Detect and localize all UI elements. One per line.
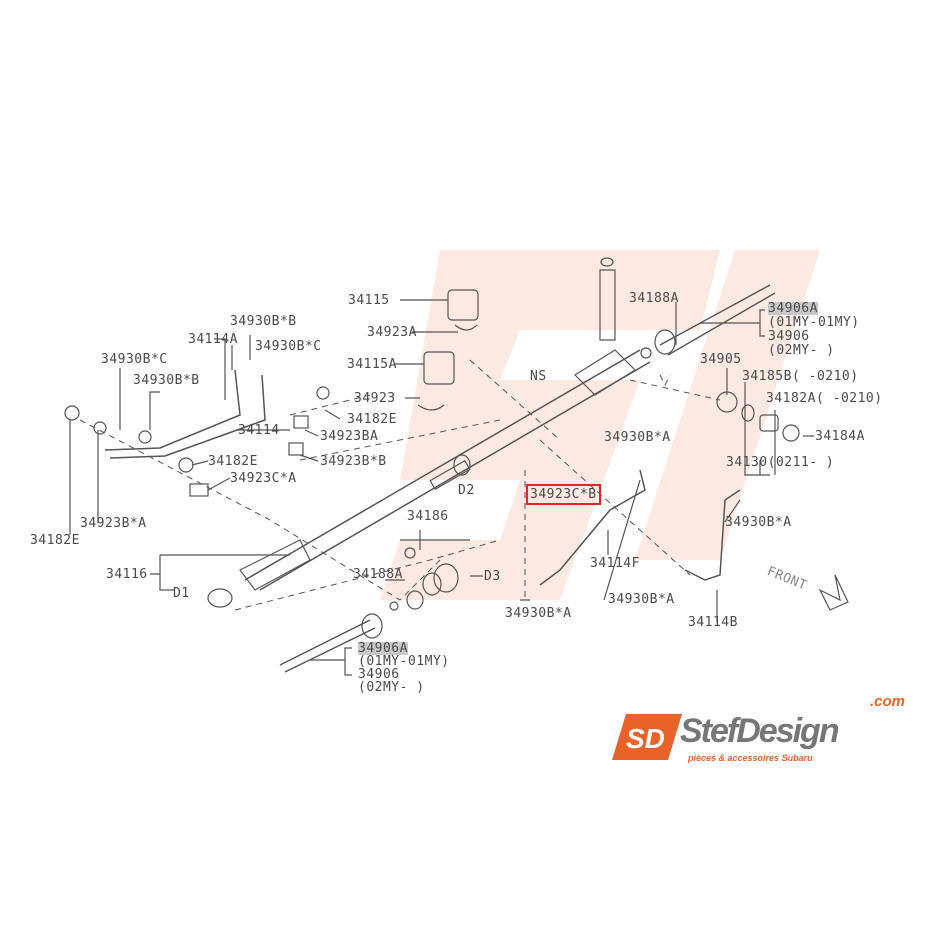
label-34184A: 34184A	[815, 429, 865, 444]
label-ns: NS	[530, 369, 547, 384]
label-34930BB: 34930B*B	[133, 373, 200, 388]
label-34130: 34130(0211- )	[726, 455, 835, 470]
label-34114A: 34114A	[188, 332, 238, 347]
label-34185B: 34185B( -0210)	[742, 369, 859, 384]
label-34114B: 34114B	[688, 615, 738, 630]
sd-monogram-icon: SD	[612, 714, 682, 760]
label-d2: D2	[458, 483, 475, 498]
label-34923BA: 34923BA	[320, 429, 379, 444]
label-34182E: 34182E	[30, 533, 80, 548]
label-02my-top: (02MY- )	[768, 343, 835, 358]
label-34182E: 34182E	[208, 454, 258, 469]
label-34930BC: 34930B*C	[255, 339, 322, 354]
label-34923CA: 34923C*A	[230, 471, 297, 486]
label-01my-top: (01MY-01MY)	[768, 315, 860, 330]
label-34930BA: 34930B*A	[505, 606, 572, 621]
label-34923A: 34923A	[367, 325, 417, 340]
label-34906-bottom[interactable]: 34906	[358, 667, 400, 682]
label-34930BA: 34930B*A	[725, 515, 792, 530]
label-34182E: 34182E	[347, 412, 397, 427]
label-01my-bottom: (01MY-01MY)	[358, 654, 450, 669]
label-34114: 34114	[238, 423, 280, 438]
label-02my-bottom: (02MY- )	[358, 680, 425, 695]
label-34905: 34905	[700, 352, 742, 367]
label-d1: D1	[173, 586, 190, 601]
label-34923CB-highlighted[interactable]: 34923C*B	[526, 484, 601, 505]
label-34930BA: 34930B*A	[608, 592, 675, 607]
stefdesign-logo[interactable]: SD .com StefDesign pièces & accessoires …	[612, 694, 922, 768]
label-34115: 34115	[348, 293, 390, 308]
label-34188A-top: 34188A	[629, 291, 679, 306]
label-34188A-bottom: 34188A	[353, 567, 403, 582]
label-d3: D3	[484, 569, 501, 584]
label-34923BA: 34923B*A	[80, 516, 147, 531]
label-34923BB: 34923B*B	[320, 454, 387, 469]
logo-domain: .com	[870, 693, 906, 710]
label-34906A-top[interactable]: 34906A	[768, 301, 818, 316]
label-34186: 34186	[407, 509, 449, 524]
label-34906-top[interactable]: 34906	[768, 329, 810, 344]
label-34115A: 34115A	[347, 357, 397, 372]
label-34930BA: 34930B*A	[604, 430, 671, 445]
label-34930BB: 34930B*B	[230, 314, 297, 329]
logo-brand: StefDesign	[680, 712, 840, 750]
label-34114F: 34114F	[590, 556, 640, 571]
label-34923: 34923	[354, 391, 396, 406]
logo-tagline: pièces & accessoires Subaru	[688, 753, 813, 763]
label-34930BC: 34930B*C	[101, 352, 168, 367]
label-34906A-bottom[interactable]: 34906A	[358, 641, 408, 656]
svg-text:SD: SD	[626, 723, 665, 754]
label-34182A: 34182A( -0210)	[766, 391, 883, 406]
label-34116: 34116	[106, 567, 148, 582]
